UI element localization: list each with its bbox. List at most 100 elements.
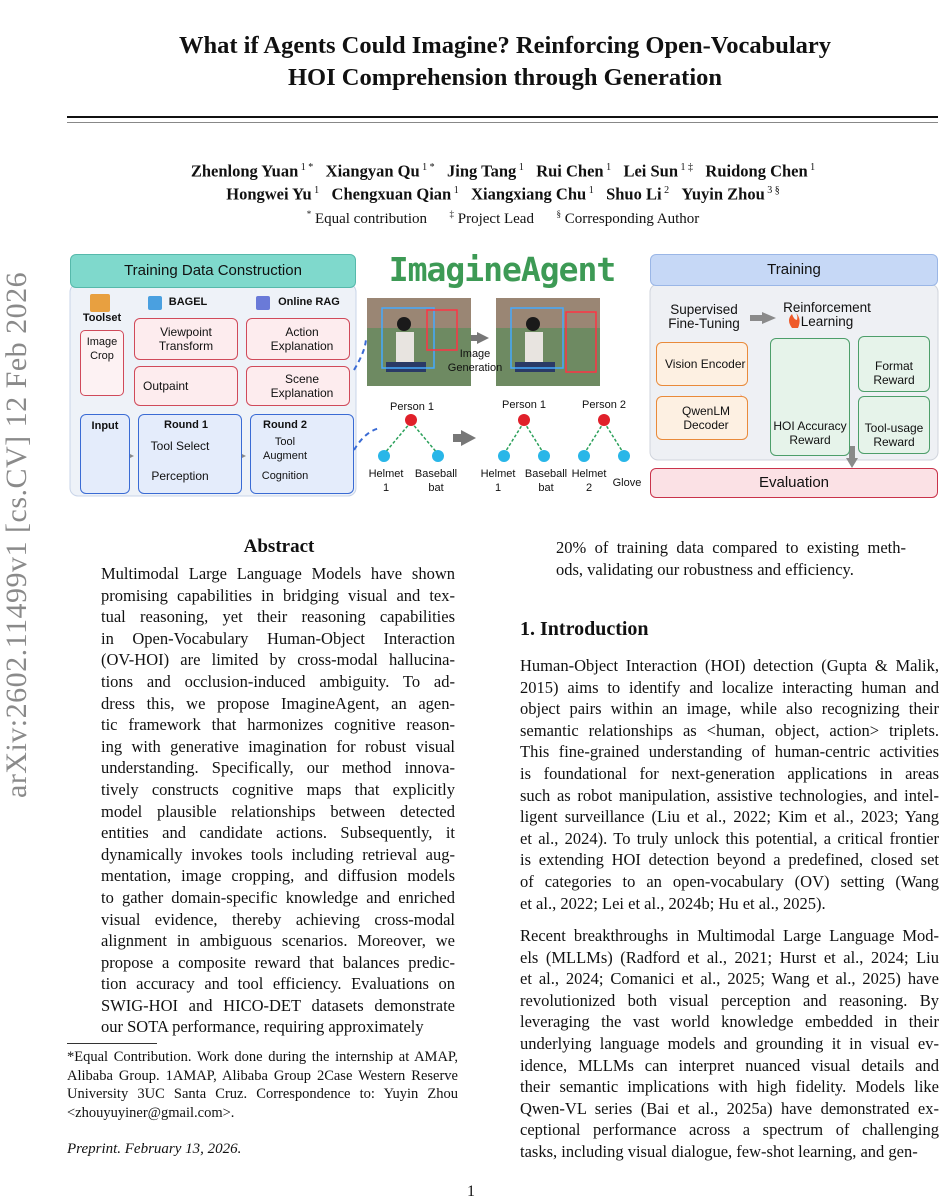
author-name: Shuo Li [606,184,662,204]
abstract-line: visual evidence, thereby achieving cross… [101,909,455,929]
footnote: *Equal Contribution. Work done during th… [67,1048,458,1122]
graph2-helmet2: Helmet 2 [571,468,607,494]
paragraph-line: underlying language models and grounding… [520,1033,939,1053]
graph2-glove: Glove [612,477,642,489]
lead-mark: ‡ [449,209,455,219]
paragraph-line: Human-Object Interaction (HOI) detection… [520,656,939,675]
author-name: Yuyin Zhou [681,184,765,204]
paragraph-line: els (MLLMs) (Radford et al., 2021; Hurst… [520,947,939,967]
authors-row-2: Hongwei Yu 1 Chengxuan Qian 1 Xiangxiang… [68,178,938,207]
footnote-line: Alibaba Group. 1AMAP, Alibaba Group 2Cas… [67,1067,458,1084]
introduction-heading: 1. Introduction [520,618,649,640]
abstract-line: model plausible relationships between de… [101,801,455,821]
paragraph-line: revolutionized both visual perception an… [520,990,939,1010]
author-affiliation: 1 [311,185,320,196]
abstract-line: alignment in ambiguous scenarios. Moreov… [101,931,455,951]
graph1-helmet1: Helmet 1 [368,468,404,494]
abstract-line: SWIG-HOI and HICO-DET datasets demonstra… [101,995,455,1015]
paragraph-line: et al., 2024). To truly unlock this pote… [520,828,939,848]
abstract-line: dynamically invokes tools including retr… [101,844,455,864]
bagel-label: BAGEL [168,296,208,308]
author-affiliation: 1 ‡ [678,162,694,173]
abstract-line: ods, validating our robustness and effic… [556,559,854,579]
author-notes: * Equal contribution ‡ Project Lead § Co… [68,209,938,228]
graph2-person1: Person 1 [501,399,547,411]
preprint-date: Preprint. February 13, 2026. [67,1141,242,1157]
abstract-line: tively constructs cognitive maps that ex… [101,779,455,799]
abstract-line: promising capabilities in bridging visua… [101,585,455,605]
intro-paragraph-1: Human-Object Interaction (HOI) detection… [520,655,939,914]
paragraph-line: leveraging the vast world knowledge embe… [520,1012,939,1032]
paragraph-line: et al., 2022; Lei et al., 2024b; Hu et a… [520,893,826,913]
training-banner: Training [650,254,938,286]
footnote-line: *Equal Contribution. Work done during th… [67,1049,458,1065]
corr-mark: § [556,209,561,219]
paragraph-line: ligent surveillance (Liu et al., 2022; K… [520,807,939,827]
author-affiliation: 1 * [419,162,435,173]
author-affiliation: 1 * [298,162,314,173]
graph2-helmet1: Helmet 1 [480,468,516,494]
equal-contribution-note: Equal contribution [314,211,427,227]
author-name: Lei Sun [623,161,679,181]
abstract-line: ing with generative imagination for robu… [101,736,455,756]
cognition-label: Cognition [261,470,309,482]
author-name: Hongwei Yu [226,184,312,204]
online-rag-label: Online RAG [278,296,340,308]
paragraph-line: ceptional performance across a spectrum … [520,1120,939,1140]
perception-label: Perception [151,469,209,483]
abstract-line: to gather domain-specific knowledge and … [101,887,455,907]
outpaint-tool: Outpaint [134,366,238,406]
rl-label: Reinforcement Learning [783,300,871,329]
author-affiliation: 1 [603,162,612,173]
abstract-line: understanding. Specifically, our method … [101,758,455,778]
author-affiliation: 3 § [764,185,780,196]
paragraph-line: object pairs within an image, while also… [520,699,939,719]
author-name: Zhenlong Yuan [190,161,299,181]
toolset-icon [90,294,110,312]
viewpoint-transform-tool: Viewpoint Transform [134,318,238,360]
equal-mark: * [306,209,312,219]
author-name: Ruidong Chen [705,161,808,181]
author-affiliation: 1 [451,185,459,196]
paragraph-line: of categories to an open-vocabulary (OV)… [520,871,939,891]
author-affiliation: 1 [586,185,594,196]
abstract-line: mentation, image cropping, and diffusion… [101,866,455,886]
abstract-line: 20% of training data compared to existin… [556,538,906,557]
footnote-rule [67,1043,157,1044]
paragraph-line: 2015) aims to identify and localize inte… [520,677,939,697]
paragraph-line: is extending HOI detection beyond a pred… [520,850,939,870]
graph1-person1: Person 1 [389,401,435,413]
title-line-1: What if Agents Could Imagine? Reinforcin… [178,32,832,59]
author-name: Rui Chen [536,161,604,181]
tool-usage-reward-box: Tool-usage Reward [858,396,930,454]
abstract-line: dress this, we propose ImagineAgent, an … [101,693,455,713]
title-rule-shadow [67,122,938,123]
paragraph-line: This fine-grained understanding of human… [520,742,939,762]
scene-explanation-tool: Scene Explanation [246,366,350,406]
paragraph-line: tasks, including visual dialogue, few-sh… [520,1141,918,1161]
abstract-continuation: 20% of training data compared to existin… [556,537,906,580]
intro-paragraph-2: Recent breakthroughs in Multimodal Large… [520,925,939,1163]
fire-icon-rl [789,313,800,328]
abstract-line: propose a composite reward that balances… [101,952,455,972]
paragraph-line: is foundational for next-generation appl… [520,763,939,783]
tool-augment-label: Tool Augment [262,436,308,462]
input-box: Input [80,414,130,494]
evaluation-banner: Evaluation [650,468,938,498]
round1-box [138,414,242,494]
abstract-line: Multimodal Large Language Models have sh… [101,564,455,583]
project-lead-note: Project Lead [457,211,534,227]
abstract-line: in Open-Vocabulary Human-Object Interact… [101,628,455,648]
author-name: Xiangyan Qu [325,161,420,181]
author-affiliation: 2 [661,185,670,196]
format-reward-box: Format Reward [858,336,930,392]
authors-row-1: Zhenlong Yuan 1 * Xiangyan Qu 1 * Jing T… [68,155,938,184]
vision-encoder-box: Vision Encoder [656,342,748,386]
paragraph-line: idence, MLLMs can interpret nuanced visu… [520,1055,939,1075]
author-affiliation: 1 [807,162,816,173]
abstract-line: tions and occlusion-induced ambiguity. T… [101,671,455,691]
corresponding-author-note: Corresponding Author [564,211,700,227]
toolset-label: Toolset [82,312,122,324]
paragraph-line: their semantic implications with high fi… [520,1077,939,1097]
abstract-line: our SOTA performance, requiring approxim… [101,1017,424,1037]
